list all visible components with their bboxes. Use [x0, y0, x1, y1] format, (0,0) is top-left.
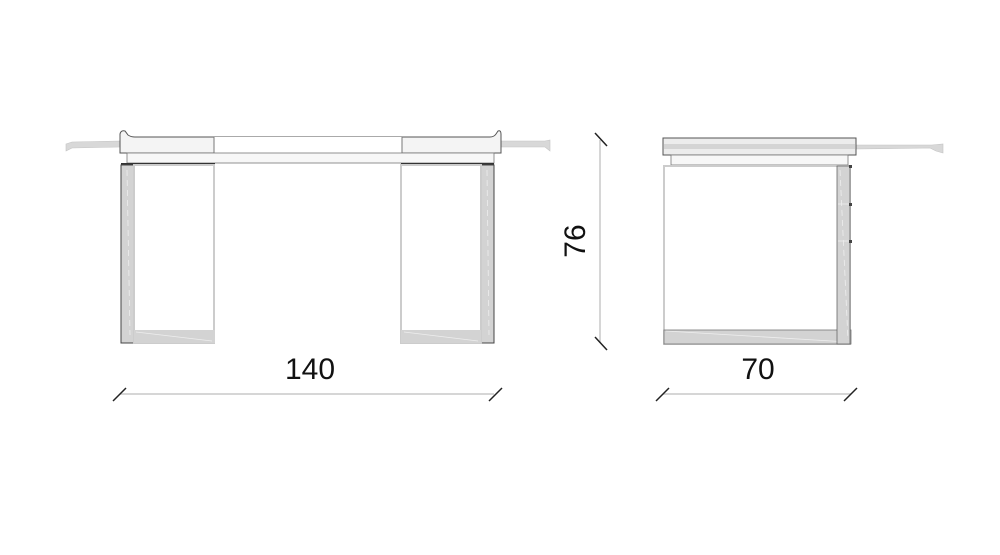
left-side-frame	[120, 164, 215, 344]
front-view	[65, 130, 551, 402]
depth-dimension	[655, 387, 858, 402]
right-side-frame	[400, 164, 495, 344]
depth-label: 70	[741, 353, 775, 386]
height-dimension	[594, 132, 608, 351]
height-label: 76	[559, 224, 592, 258]
desk-top-center-panel	[214, 137, 402, 153]
left-extension	[65, 140, 121, 152]
width-dimension	[112, 387, 503, 402]
side-extension	[855, 143, 944, 154]
side-view	[655, 137, 944, 402]
side-top-lower	[670, 154, 849, 166]
width-label: 140	[284, 353, 336, 386]
desk-top-lower	[126, 152, 495, 164]
side-frame	[663, 165, 851, 345]
right-extension	[496, 139, 551, 152]
